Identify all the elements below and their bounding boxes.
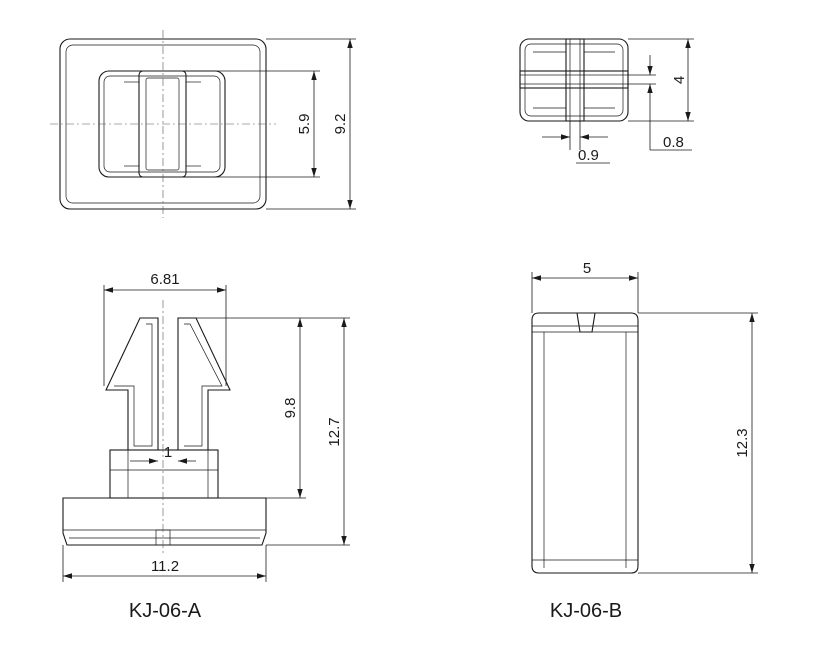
kj06b-side-view: 5 12.3 <box>531 260 758 574</box>
dim-outer-height: 9.2 <box>332 114 349 135</box>
part-label-kj06b: KJ-06-B <box>550 600 622 622</box>
dim-b-height: 12.3 <box>734 428 751 457</box>
dim-width: 6.81 <box>150 271 179 288</box>
kj06a-top-view: 5.9 9.2 <box>50 30 356 218</box>
kj06a-side-view: 6.81 1 9.8 12.7 11.2 <box>62 271 350 582</box>
dim-wall: 0.8 <box>663 134 684 151</box>
dim-base-width: 11.2 <box>151 558 179 575</box>
dim-total-height: 12.7 <box>326 417 343 446</box>
kj06b-top-view: 4 0.8 0.9 <box>519 38 694 164</box>
dim-gap: 1 <box>164 444 172 461</box>
dim-height-small: 4 <box>671 76 688 84</box>
dim-leg-height: 9.8 <box>282 398 299 419</box>
dim-slot: 0.9 <box>578 147 599 164</box>
part-label-kj06a: KJ-06-A <box>129 600 202 622</box>
dim-b-width: 5 <box>583 260 591 277</box>
dim-inner-height: 5.9 <box>296 114 313 135</box>
